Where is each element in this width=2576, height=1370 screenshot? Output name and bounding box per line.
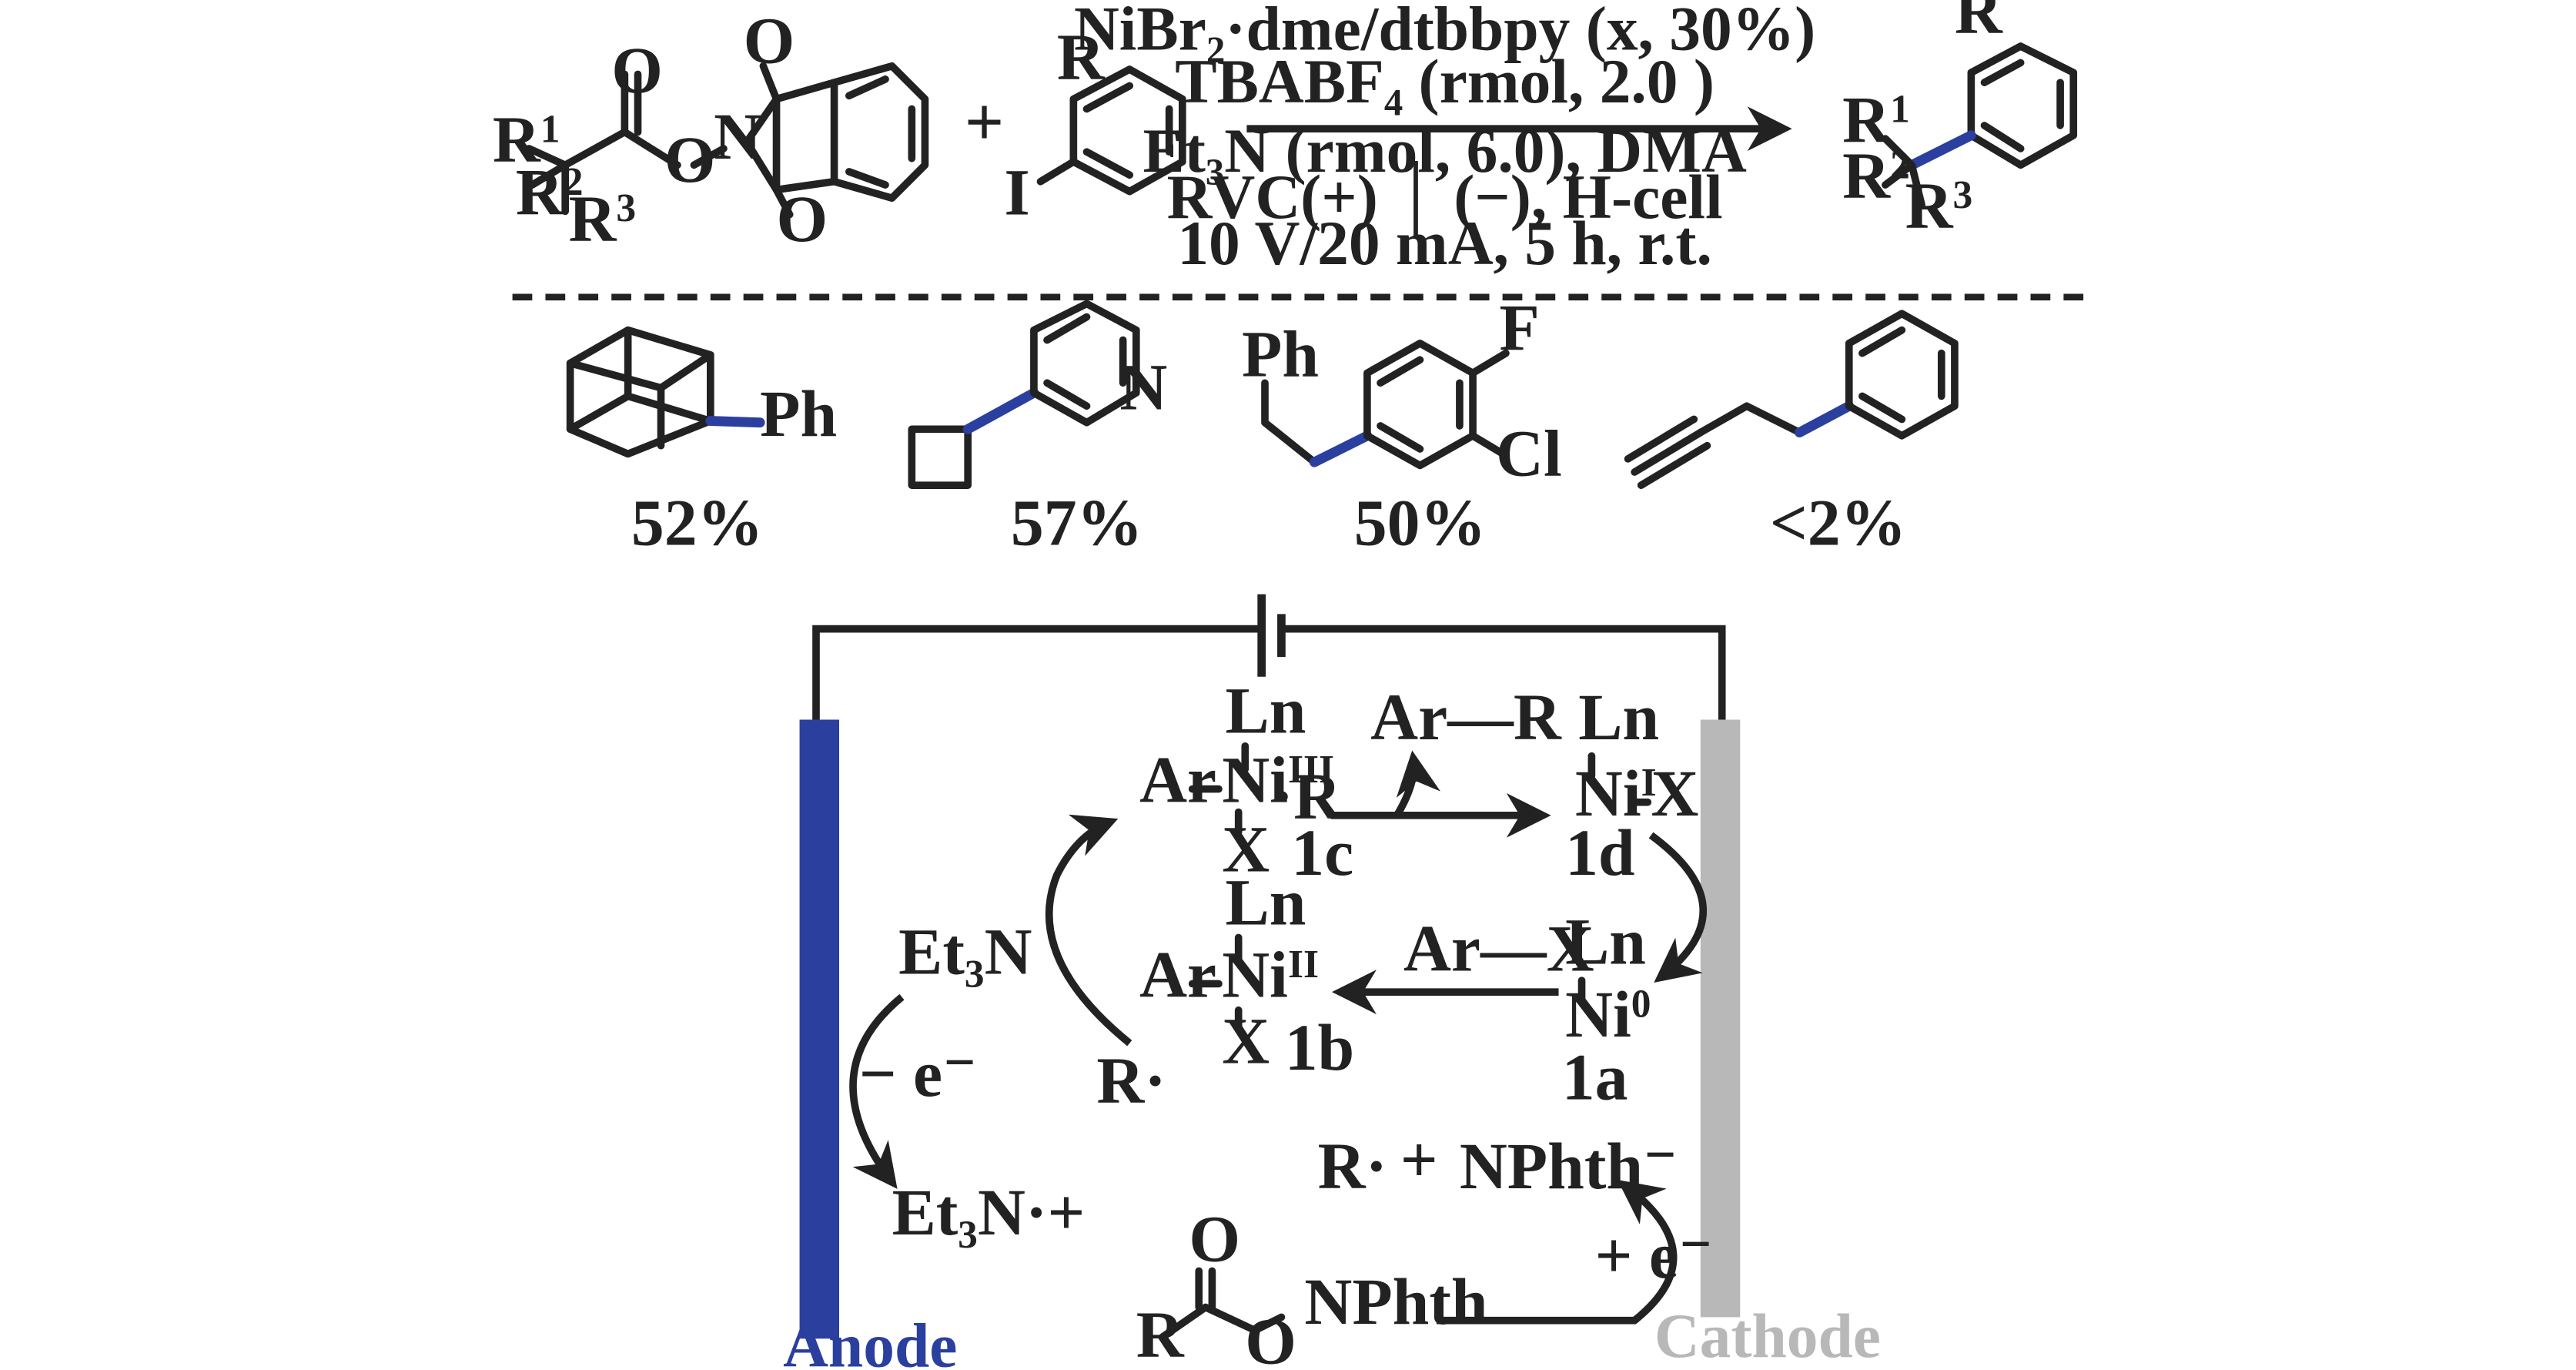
example-3-cl: Cl — [1496, 417, 1562, 490]
example-2-n: N — [1119, 351, 1167, 424]
aryl-i-label: I — [1004, 156, 1029, 229]
svg-text:Ln: Ln — [1226, 675, 1306, 748]
et3n: Et₃N — [898, 916, 1032, 989]
condition-line-3: Et₃N (rmol, 6.0), DMA — [1142, 116, 1747, 186]
example-2-yield: 57% — [1011, 486, 1142, 559]
cathode-label: Cathode — [1654, 1301, 1881, 1370]
r-radical-right: R· — [1318, 1130, 1388, 1203]
condition-line-5: 10 V/20 mA, 5 h, r.t. — [1177, 208, 1712, 278]
ar-x-reagent: Ar—X — [1403, 912, 1594, 985]
condition-line-4: RVC(+) │ (−), H-cell — [1167, 160, 1723, 237]
anode-label: Anode — [783, 1311, 957, 1370]
product-r3: R3 — [1905, 169, 1973, 243]
example-4-yield: <2% — [1770, 486, 1906, 559]
svg-text:X: X — [1222, 813, 1270, 886]
r-plus: + — [1400, 1124, 1438, 1197]
example-1-ph: Ph — [760, 377, 837, 451]
imide-n: N — [714, 100, 761, 173]
ester-r: R — [1136, 1298, 1185, 1370]
imide-o-bottom: O — [777, 183, 828, 256]
product-r-label: R — [1955, 0, 2003, 48]
conditions: NiBr₂·dme/dtbbpy (x, 30%) TBABF₄ (rmol, … — [1074, 0, 1815, 278]
label-1c: 1c — [1291, 816, 1353, 889]
svg-text:NiIII: NiIII — [1222, 744, 1334, 817]
example-phenethyl: Ph F Cl 50% — [1242, 291, 1562, 559]
complex-1c: Ln Ar NiIII ·R X 1c — [1139, 675, 1353, 889]
svg-text:NiII: NiII — [1222, 939, 1319, 1012]
ester-o: O — [664, 123, 716, 196]
anode-electrode — [799, 719, 840, 1339]
label-1a: 1a — [1562, 1040, 1628, 1114]
arrow-oxidation — [849, 993, 905, 1189]
complex-1d: Ln NiI X 1d — [1565, 681, 1698, 889]
example-1-yield: 52% — [631, 486, 763, 559]
svg-text:Ar: Ar — [1139, 939, 1216, 1012]
ester-carbonyl-o: O — [611, 34, 663, 107]
example-3-yield: 50% — [1354, 486, 1486, 559]
nphth-anion: NPhth⁻ — [1460, 1130, 1678, 1203]
ester-nphth: NPhth — [1304, 1265, 1487, 1338]
example-cyclobutyl-pyridine: N 57% — [908, 300, 1167, 559]
example-butynyl: <2% — [1624, 310, 1959, 559]
svg-text:Ln: Ln — [1578, 681, 1659, 754]
svg-text:·R: ·R — [1272, 760, 1343, 833]
reactant-nhpi-ester: R1 R2 R3 O O N O O — [493, 4, 929, 256]
arrow-1d-to-1a — [1648, 832, 1708, 983]
anode-oxidation: Et₃N − e⁻ Et₃N·+ — [849, 916, 1086, 1249]
svg-text:Ni0: Ni0 — [1565, 978, 1651, 1051]
complex-1a: Ln Ni0 1a — [1562, 906, 1651, 1114]
arrow-reduction — [1436, 1179, 1678, 1325]
svg-text:Ln: Ln — [1565, 906, 1646, 979]
condition-line-1: NiBr₂·dme/dtbbpy (x, 30%) — [1074, 0, 1815, 63]
et3n-radical-cation: Et₃N·+ — [892, 1176, 1086, 1249]
condition-line-2: TBABF₄ (rmol, 2.0 ) — [1175, 46, 1715, 116]
product: R R1 R2 R3 — [1842, 0, 2078, 243]
svg-text:Ar: Ar — [1139, 744, 1216, 817]
complex-1b: Ln Ar NiII X 1b — [1139, 866, 1354, 1084]
reactant-aryl-iodide: R I — [1004, 21, 1186, 229]
svg-text:X: X — [1651, 757, 1699, 830]
minus-e: − e⁻ — [859, 1037, 978, 1110]
example-3-ph: Ph — [1242, 318, 1319, 391]
example-adamantyl: Ph 52% — [566, 326, 837, 559]
aryl-r-label: R — [1057, 21, 1106, 94]
arrow-1b-to-1c — [1045, 814, 1132, 1047]
r-radical-left: R· — [1096, 1044, 1166, 1117]
r3-label: R3 — [568, 183, 636, 256]
product-r1: R1 — [1842, 83, 1910, 156]
ester-o-carbonyl: O — [1189, 1203, 1240, 1276]
cathode-electrode — [1700, 719, 1741, 1318]
plus-e: + e⁻ — [1595, 1219, 1714, 1292]
ar-r-product: Ar—R — [1370, 681, 1562, 754]
imide-o-top: O — [744, 4, 795, 77]
product-r2: R2 — [1842, 139, 1910, 213]
mechanism-arrows: Ar—R Ar—X R· — [1045, 681, 1708, 1117]
label-1b: 1b — [1285, 1011, 1355, 1084]
r1-label: R1 — [493, 103, 560, 176]
plus-sign: + — [965, 85, 1004, 161]
electrochemical-cell: Anode Cathode — [783, 594, 1881, 1370]
svg-text:X: X — [1222, 1004, 1270, 1077]
svg-text:Ln: Ln — [1226, 866, 1306, 939]
ester-o-bridge: O — [1245, 1305, 1296, 1370]
r2-label: R2 — [516, 156, 584, 229]
example-3-f: F — [1499, 291, 1539, 364]
cathode-reduction: R· + NPhth⁻ + e⁻ O R O NPhth — [1136, 1124, 1713, 1370]
label-1d: 1d — [1565, 816, 1635, 889]
arrow-ar-r-release — [1393, 750, 1441, 818]
svg-text:NiI: NiI — [1575, 757, 1657, 830]
